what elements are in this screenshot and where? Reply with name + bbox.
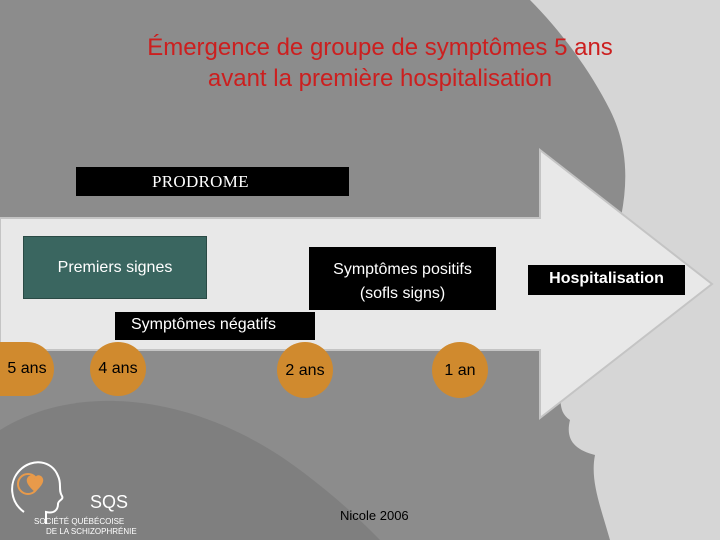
- symptomes-positifs-box: Symptômes positifs (sofls signs): [309, 247, 496, 310]
- timeline-marker-4-ans: 4 ans: [90, 342, 146, 396]
- title-line-2: avant la première hospitalisation: [207, 65, 553, 92]
- author-credit: Nicole 2006: [340, 508, 409, 523]
- symptomes-negatifs-box: Symptômes négatifs: [115, 312, 315, 340]
- logo-head-outline: [11, 461, 64, 524]
- background-lower-curve: [0, 400, 380, 540]
- logo-heart-ring-icon: [17, 473, 39, 495]
- sqs-logo: SQS SOCIÉTÉ QUÉBÉCOISE DE LA SCHIZOPHRÉN…: [11, 461, 137, 536]
- symptomes-positifs-line-2: (sofls signs): [359, 285, 446, 302]
- symptomes-positifs-line-1: Symptômes positifs: [333, 261, 472, 278]
- logo-acronym: SQS: [90, 492, 128, 512]
- prodrome-label: PRODROME: [76, 167, 349, 196]
- premiers-signes-box: Premiers signes: [23, 236, 207, 299]
- timeline-marker-5-ans: 5 ans: [0, 342, 54, 396]
- hospitalisation-box: Hospitalisation: [528, 265, 685, 295]
- logo-heart-icon: [26, 475, 44, 492]
- timeline-marker-2-ans: 2 ans: [277, 342, 333, 398]
- timeline-marker-1-an: 1 an: [432, 342, 488, 398]
- title-line-1: Émergence de groupe de symptômes 5 ans: [147, 34, 613, 61]
- logo-line-1: SOCIÉTÉ QUÉBÉCOISE: [34, 517, 124, 526]
- page-title: Émergence de groupe de symptômes 5 ans a…: [60, 32, 700, 94]
- logo-line-2: DE LA SCHIZOPHRÉNIE: [46, 527, 137, 536]
